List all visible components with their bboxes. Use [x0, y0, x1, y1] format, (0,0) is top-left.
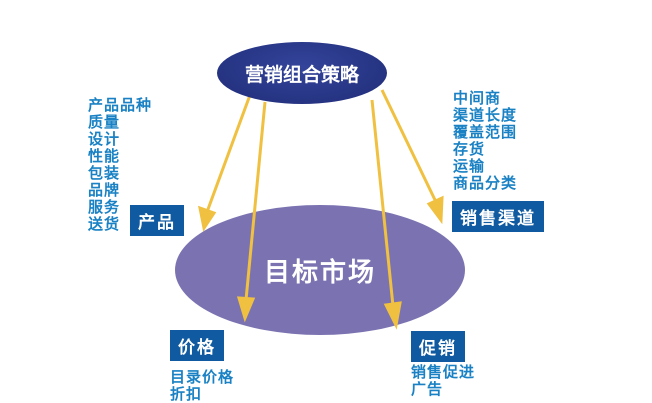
product-list: 产品品种 质量 设计 性能 包装 品牌 服务 送货	[88, 97, 152, 233]
list-item: 目录价格	[170, 368, 235, 386]
list-item: 销售促进	[411, 363, 476, 381]
list-item: 产品品种	[88, 96, 153, 114]
list-item: 广告	[411, 380, 444, 398]
arrowhead-channel	[426, 195, 444, 225]
arrow-channel	[380, 89, 438, 203]
list-item: 中间商	[453, 89, 502, 107]
list-item: 覆盖范围	[453, 123, 518, 141]
list-item: 性能	[88, 147, 121, 165]
marketing-mix-ellipse: 营销组合策略	[217, 42, 387, 104]
target-market-label: 目标市场	[263, 257, 376, 288]
product-label: 产品	[130, 205, 184, 236]
target-market-ellipse: 目标市场	[175, 205, 465, 335]
price-list: 目录价格 折扣	[170, 369, 234, 403]
arrow-price	[244, 101, 267, 301]
list-item: 存货	[453, 140, 486, 158]
arrow-promotion	[370, 99, 395, 307]
arrow-product	[205, 94, 252, 213]
marketing-mix-title: 营销组合策略	[244, 63, 359, 86]
channel-list: 中间商 渠道长度 覆盖范围 存货 运输 商品分类	[453, 90, 517, 192]
promotion-list: 销售促进 广告	[411, 364, 475, 398]
list-item: 送货	[88, 215, 121, 233]
list-item: 设计	[88, 130, 121, 148]
list-item: 服务	[88, 198, 121, 216]
arrowhead-promotion	[383, 301, 402, 330]
channel-label: 销售渠道	[452, 201, 544, 232]
promotion-label: 促销	[411, 331, 465, 362]
arrowhead-product	[198, 205, 217, 232]
list-item: 渠道长度	[453, 106, 518, 124]
list-item: 运输	[453, 157, 486, 175]
list-item: 商品分类	[453, 174, 518, 192]
list-item: 品牌	[88, 181, 121, 199]
list-item: 折扣	[170, 385, 203, 403]
list-item: 质量	[88, 113, 121, 131]
list-item: 包装	[88, 164, 121, 182]
price-label: 价格	[170, 330, 224, 361]
arrowhead-price	[236, 296, 256, 323]
